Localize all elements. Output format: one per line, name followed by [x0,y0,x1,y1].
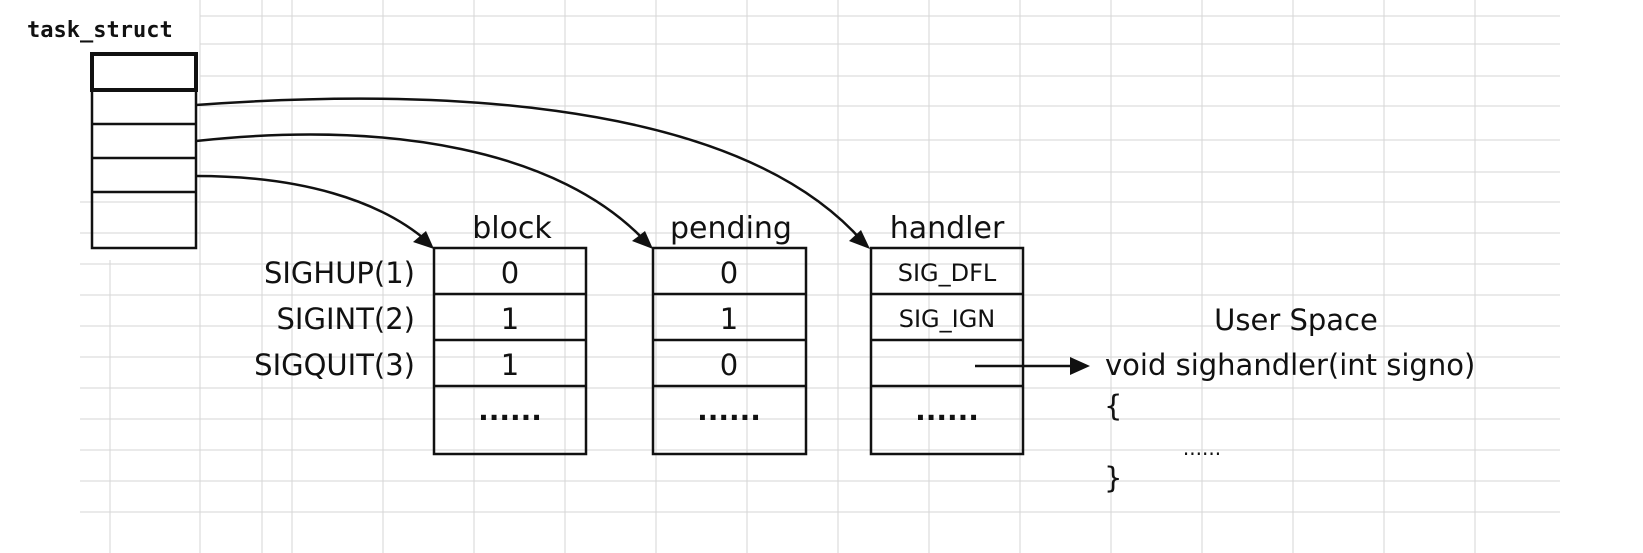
pending-table: pending 0 1 0 ...... [651,211,808,456]
handler-header: handler [890,211,1005,246]
arrow-head [1070,357,1090,375]
sighandler-body: ...... [1183,436,1221,460]
block-table: block 0 1 1 ...... [432,211,588,456]
task-struct: task_struct [27,18,198,250]
handler-cell: SIG_IGN [899,305,996,333]
pointer-arrows [195,97,1090,375]
arrow-to-pending [195,133,647,243]
block-cell: 0 [501,256,519,290]
sighandler-signature: void sighandler(int signo) [1105,348,1475,382]
handler-box [869,246,1025,456]
background-grid [80,0,1560,553]
block-cell: 1 [501,302,519,336]
pending-ellipsis: ...... [697,394,761,427]
pending-cell: 1 [720,302,738,336]
signal-label-sighup: SIGHUP(1) [264,256,415,290]
open-brace: { [1104,389,1122,423]
arrow-head [413,231,434,249]
task-struct-box [90,52,198,250]
pending-cell: 0 [720,348,738,382]
task-struct-title: task_struct [27,18,173,43]
arrow-to-block [195,174,429,243]
signal-labels: SIGHUP(1) SIGINT(2) SIGQUIT(3) [254,256,415,382]
handler-table: handler SIG_DFL SIG_IGN ...... [869,211,1025,456]
close-brace: } [1104,461,1122,495]
user-space: User Space void sighandler(int signo) { … [1104,303,1475,495]
arrow-head [849,230,870,249]
handler-cell: SIG_DFL [898,259,997,287]
handler-ellipsis: ...... [915,394,979,427]
pending-cell: 0 [720,256,738,290]
signal-label-sigint: SIGINT(2) [277,302,415,336]
user-space-title: User Space [1214,303,1378,337]
block-header: block [472,211,552,246]
block-ellipsis: ...... [478,394,542,427]
block-cell: 1 [501,348,519,382]
task-struct-field-0 [90,52,198,92]
pending-header: pending [670,211,792,246]
pending-box [651,246,808,456]
arrow-to-handler [195,97,864,243]
block-box [432,246,588,456]
arrow-head [632,231,653,249]
signal-label-sigquit: SIGQUIT(3) [254,348,415,382]
